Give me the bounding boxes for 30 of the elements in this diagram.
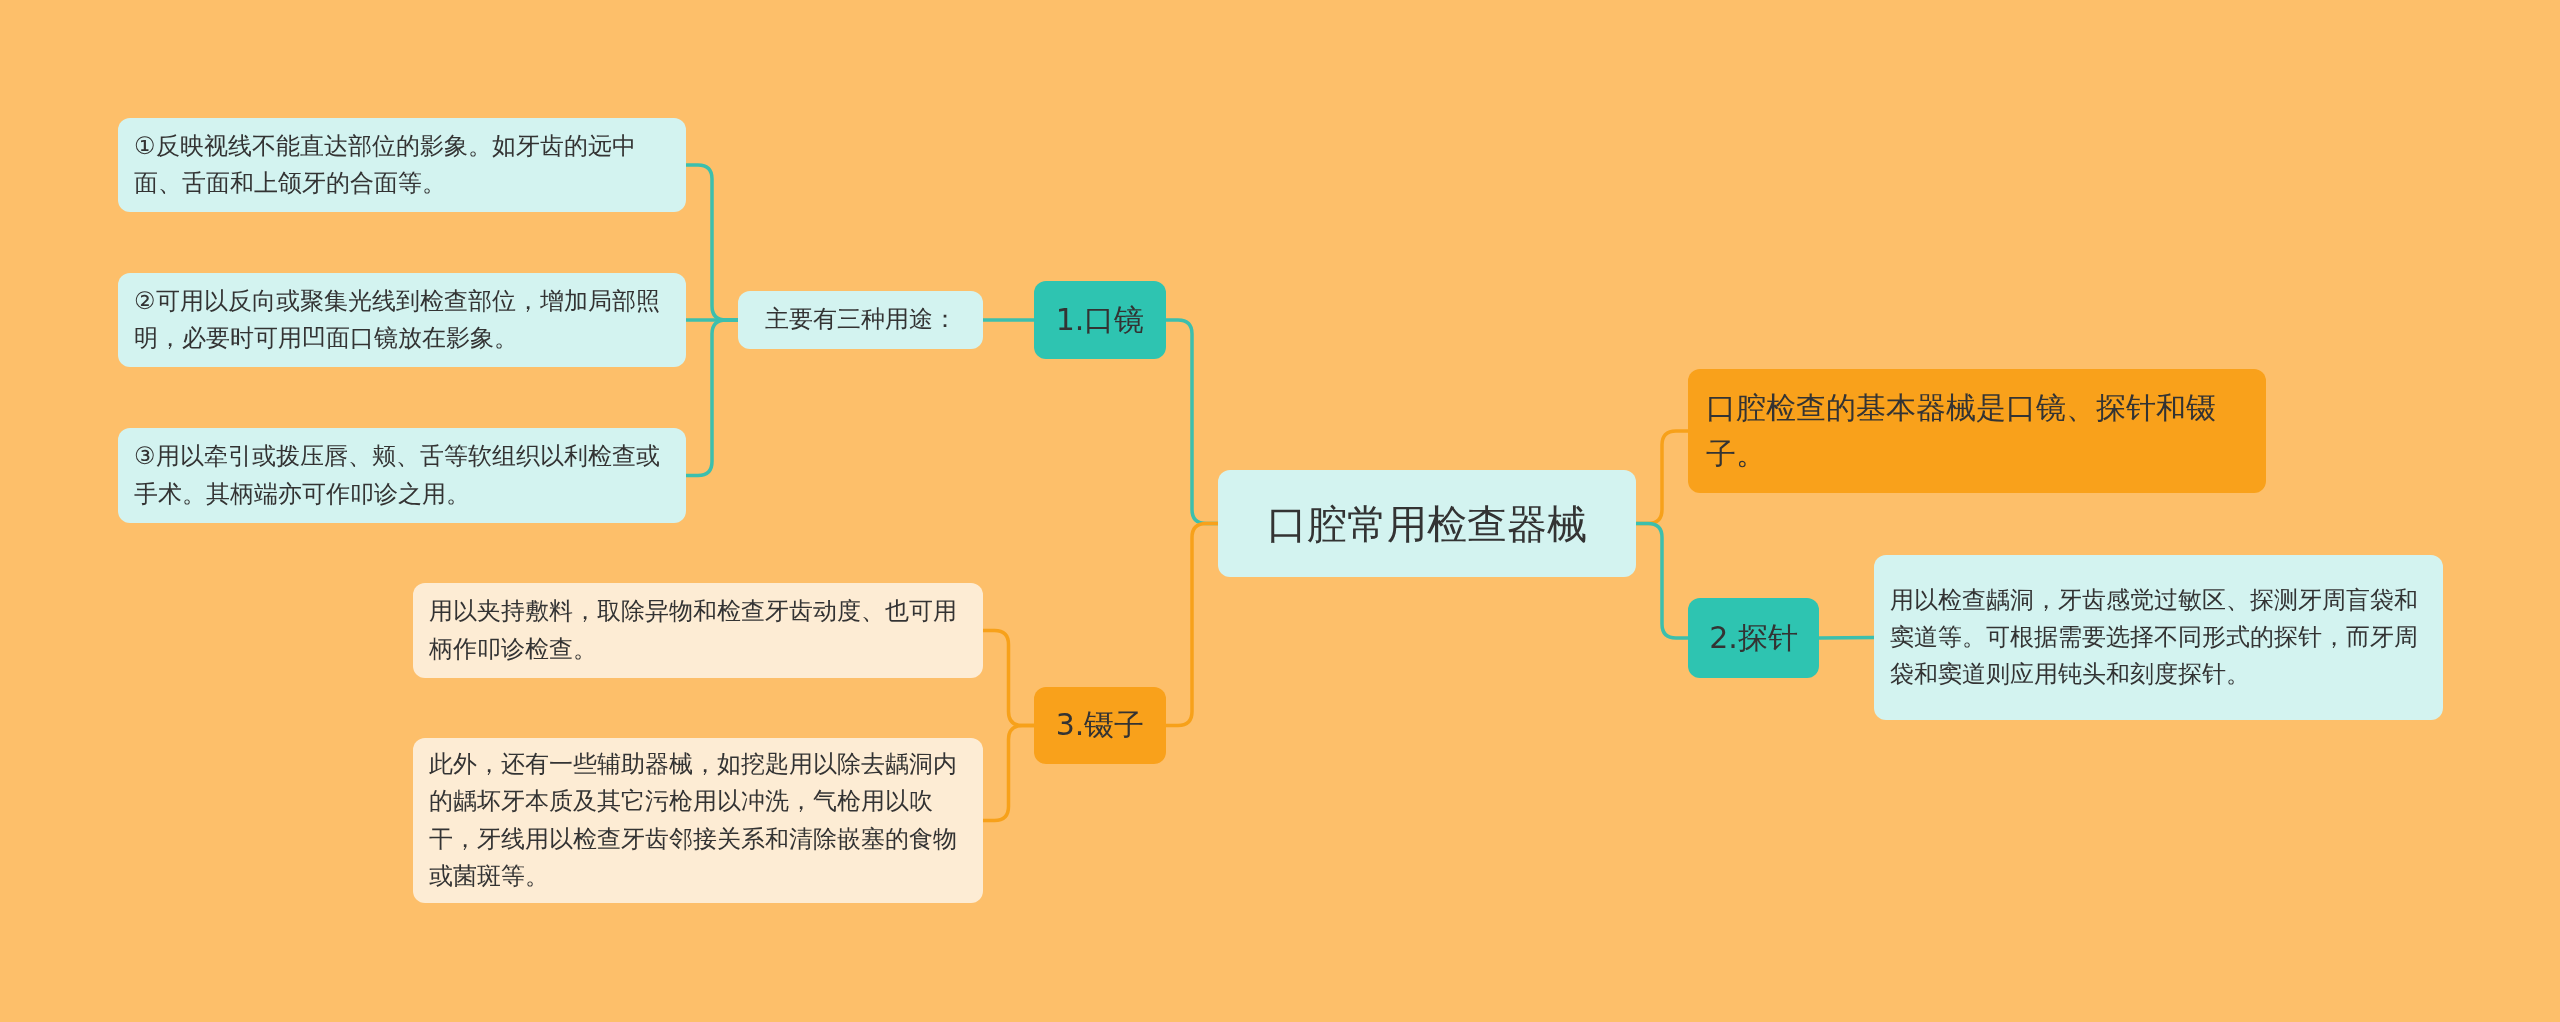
node-text: 口腔常用检查器械 bbox=[1267, 499, 1587, 549]
branch-box bbox=[1688, 598, 1819, 678]
note-box bbox=[413, 583, 983, 678]
connector-line bbox=[1166, 521, 1218, 728]
node-text: ①反映视线不能直达部位的影象。如牙齿的远中面、舌面和上颌牙的合面等。 bbox=[134, 130, 637, 199]
note-box bbox=[413, 738, 983, 903]
note-box bbox=[1874, 555, 2443, 720]
note-box bbox=[118, 273, 686, 367]
connector-line bbox=[1819, 635, 1874, 640]
branch-box bbox=[1034, 281, 1166, 359]
branch-box bbox=[1034, 687, 1166, 764]
node-text: 主要有三种用途： bbox=[764, 304, 957, 336]
node-text: 口腔检查的基本器械是口镜、探针和镊子。 bbox=[1706, 388, 2217, 473]
note-box bbox=[1688, 369, 2266, 493]
node-text: 用以检查龋洞，牙齿感觉过敏区、探测牙周盲袋和窦道等。可根据需要选择不同形式的探针，而牙周袋和窦道则应用钝头和刻度探针。 bbox=[1890, 584, 2419, 691]
central-topic-box bbox=[1218, 470, 1636, 577]
node-text: 此外，还有一些辅助器械，如挖匙用以除去龋洞内的龋坏牙本质及其它污枪用以冲洗，气枪用以吹干，牙线用以检查牙齿邻接关系和清除嵌塞的食物或菌斑等。 bbox=[429, 749, 958, 892]
node-text: ②可用以反向或聚集光线到检查部位，增加局部照明，必要时可用凹面口镜放在影象。 bbox=[134, 285, 661, 354]
connector-line bbox=[983, 723, 1034, 823]
connector-line bbox=[1636, 521, 1688, 640]
node-text: 2.探针 bbox=[1709, 618, 1798, 657]
node-text: 1.口镜 bbox=[1055, 300, 1145, 339]
note-box bbox=[118, 428, 686, 523]
connector-line bbox=[686, 318, 738, 478]
topic-box bbox=[738, 291, 983, 349]
note-box bbox=[118, 118, 686, 212]
node-text: 3.镊子 bbox=[1055, 706, 1145, 745]
node-text: ③用以牵引或拨压唇、颊、舌等软组织以利检查或手术。其柄端亦可作叩诊之用。 bbox=[134, 441, 661, 510]
connector-line bbox=[983, 318, 1034, 322]
node-text: 用以夹持敷料，取除异物和检查牙齿动度、也可用柄作叩诊检查。 bbox=[429, 596, 958, 665]
